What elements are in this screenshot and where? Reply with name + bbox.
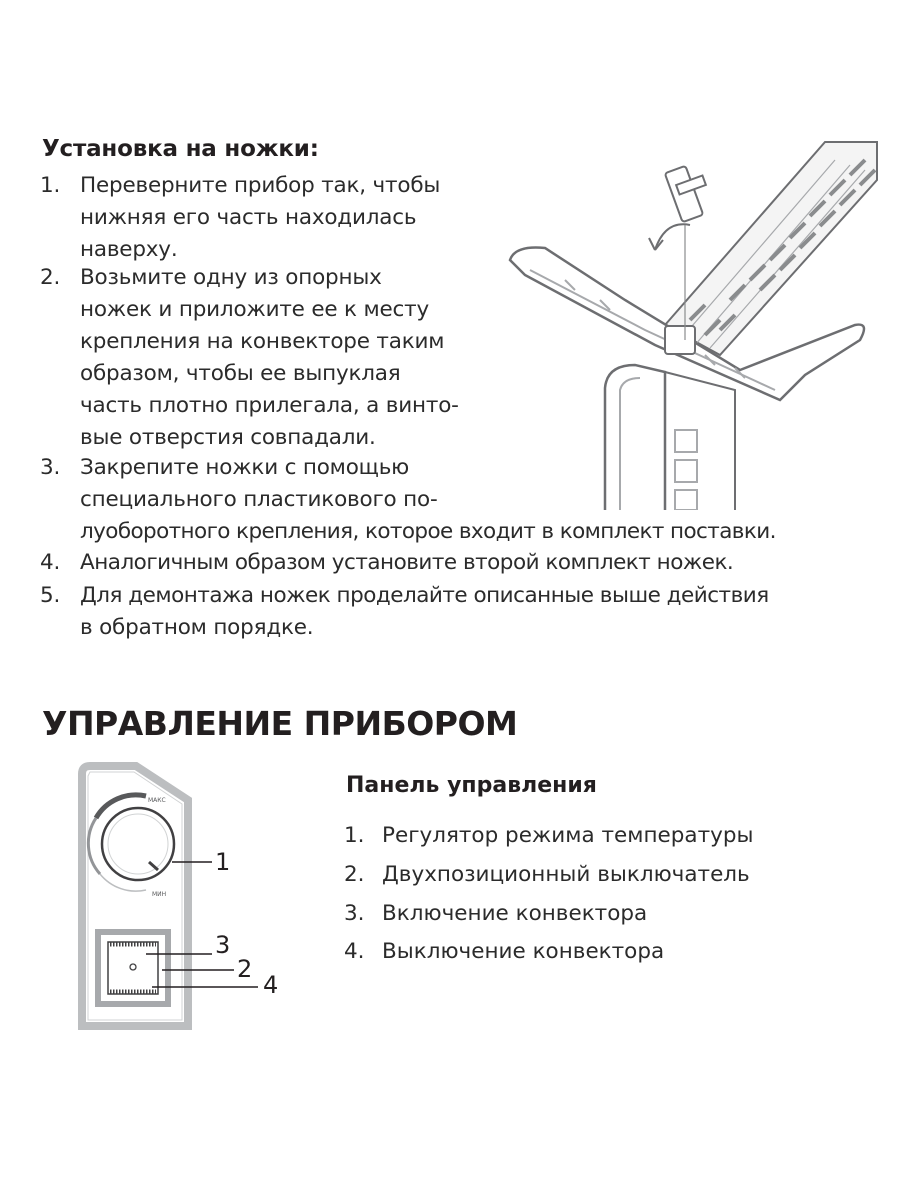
callout-number-4: 4	[263, 971, 279, 999]
callout-number-2: 2	[237, 955, 253, 983]
step-line: вые отверстия совпадали.	[80, 425, 376, 450]
step-line: Для демонтажа ножек проделайте описанные…	[80, 583, 769, 608]
step-line: в обратном порядке.	[80, 615, 314, 640]
min-label: МИН	[152, 891, 166, 898]
step-line: часть плотно прилегала, а винто-	[80, 393, 459, 418]
step-line: нижняя его часть находилась	[80, 205, 417, 230]
step-line: Возьмите одну из опорных	[80, 265, 382, 290]
rotation-arrow	[654, 223, 691, 251]
panel-item-number: 2.	[344, 862, 365, 887]
step-line: луоборотного крепления, которое входит в…	[80, 519, 776, 544]
fastener-clip	[664, 165, 708, 355]
control-section-heading: УПРАВЛЕНИЕ ПРИБОРОМ	[42, 704, 518, 743]
panel-item-text: Двухпозиционный выключатель	[382, 862, 750, 887]
support-foot	[508, 246, 866, 402]
step-line: Аналогичным образом установите второй ко…	[80, 550, 734, 575]
panel-item-text: Включение конвектора	[382, 901, 648, 926]
max-label: МАКС	[148, 797, 166, 804]
step-line: специального пластикового по-	[80, 487, 438, 512]
step-number: 5.	[40, 583, 61, 608]
step-number: 1.	[40, 173, 61, 198]
step-line: образом, чтобы ее выпуклая	[80, 361, 401, 386]
panel-item-number: 3.	[344, 901, 365, 926]
step-line: наверху.	[80, 237, 178, 262]
panel-item-number: 4.	[344, 939, 365, 964]
heating-element	[663, 141, 878, 357]
callout-number-1: 1	[215, 848, 231, 876]
callout-number-3: 3	[215, 931, 231, 959]
panel-item-text: Регулятор режима температуры	[382, 823, 754, 848]
panel-heading: Панель управления	[346, 773, 597, 798]
step-number: 2.	[40, 265, 61, 290]
thermostat-knob	[86, 792, 176, 892]
step-line: ножек и приложите ее к месту	[80, 297, 429, 322]
panel-item-text: Выключение конвектора	[382, 939, 665, 964]
control-panel-diagram: МАКС МИН	[78, 762, 258, 1030]
step-number: 4.	[40, 550, 61, 575]
step-line: крепления на конвекторе таким	[80, 329, 445, 354]
convector-body	[603, 363, 736, 510]
install-heading: Установка на ножки:	[42, 136, 319, 162]
panel-item-number: 1.	[344, 823, 365, 848]
convector-legs-illustration	[508, 141, 878, 510]
rocker-switch	[95, 929, 171, 1007]
step-line: Закрепите ножки с помощью	[80, 455, 410, 480]
step-line: Переверните прибор так, чтобы	[80, 173, 441, 198]
step-number: 3.	[40, 455, 61, 480]
